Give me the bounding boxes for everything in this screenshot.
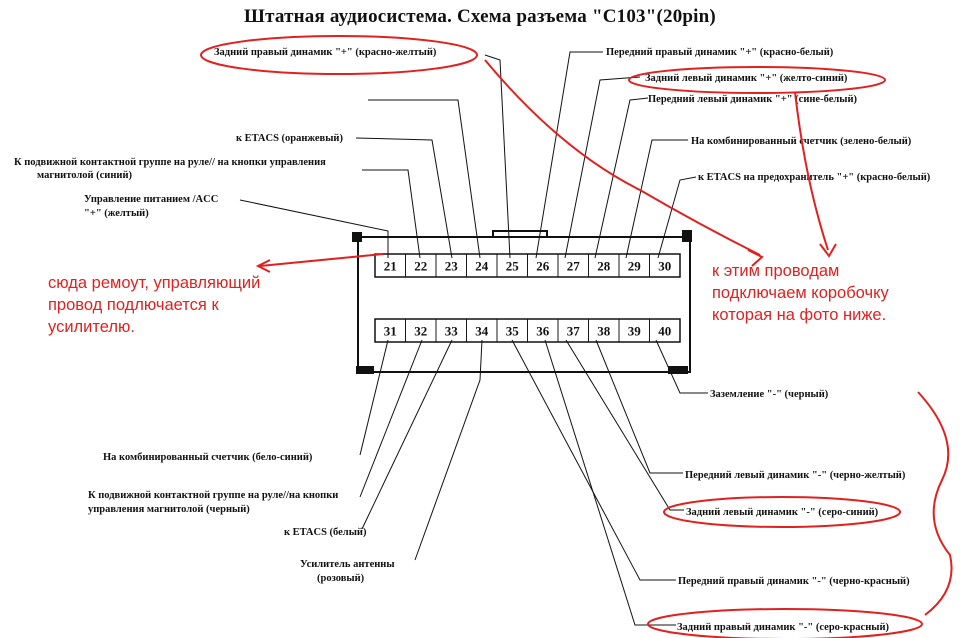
leader-pin-37 xyxy=(565,339,684,511)
leader-pin-24 xyxy=(368,99,481,259)
label-steering-blue-2: магнитолой (синий) xyxy=(37,170,132,181)
pin-cell-30 xyxy=(649,253,681,278)
pin-number-30: 30 xyxy=(658,259,671,274)
highlight-rear-left-plus xyxy=(628,66,886,94)
pin-number-23: 23 xyxy=(445,259,459,274)
label-rear-left-plus: Задний левый динамик "+" (желто-синий) xyxy=(645,73,848,84)
pin-number-31: 31 xyxy=(384,324,397,339)
leader-pin-31 xyxy=(359,339,389,456)
leader-pin-29 xyxy=(625,139,688,259)
red-annotations xyxy=(200,35,953,638)
leader-pin-21 xyxy=(239,199,389,258)
diagram-title: Штатная аудиосистема. Схема разъема "C10… xyxy=(244,6,716,27)
pin-number-34: 34 xyxy=(475,324,489,339)
label-rear-right-plus: Задний правый динамик "+" (красно-желтый… xyxy=(214,47,437,58)
note-remote-line-2: провод подлючается к xyxy=(48,296,219,314)
leader-pin-33 xyxy=(361,339,453,530)
note-box-line-2: подключаем коробочку xyxy=(712,284,889,302)
highlight-rear-right-minus xyxy=(647,608,923,638)
pin-number-25: 25 xyxy=(506,259,520,274)
pin-number-37: 37 xyxy=(567,324,581,339)
leader-pin-38 xyxy=(595,339,683,474)
leader-pin-25 xyxy=(484,54,511,259)
pin-number-22: 22 xyxy=(414,259,427,274)
label-steering-black-2: управления магнитолой (черный) xyxy=(88,504,250,515)
pin-number-28: 28 xyxy=(597,259,611,274)
arrow-remote-wire xyxy=(259,253,384,267)
pin-row-bottom: 31 32 33 34 35 36 37 38 39 40 xyxy=(374,318,681,343)
label-front-right-minus: Передний правый динамик "-" (черно-красн… xyxy=(678,576,910,587)
pin-number-35: 35 xyxy=(506,324,520,339)
arrow-remote-wire-head xyxy=(255,259,271,273)
pin-number-24: 24 xyxy=(475,259,489,274)
leader-pin-22 xyxy=(362,169,421,259)
note-remote-line-3: усилителю. xyxy=(48,318,135,336)
leader-pin-26 xyxy=(535,51,603,259)
label-front-left-plus: Передний левый динамик "+" (сине-белый) xyxy=(648,94,857,105)
label-front-right-plus: Передний правый динамик "+" (красно-белы… xyxy=(606,47,834,58)
leader-pin-27 xyxy=(564,76,641,259)
label-power-acc-2: "+" (желтый) xyxy=(84,208,149,219)
connector-housing xyxy=(352,230,692,374)
note-box-line-1: к этим проводам xyxy=(712,262,840,280)
leader-lines xyxy=(239,51,708,626)
leader-pin-28 xyxy=(594,97,649,259)
pin-number-33: 33 xyxy=(445,324,459,339)
pin-number-40: 40 xyxy=(658,324,671,339)
arrow-to-box-2 xyxy=(794,91,829,251)
pin-number-27: 27 xyxy=(567,259,581,274)
label-antenna-2: (розовый) xyxy=(317,573,365,584)
label-power-acc-1: Управление питанием /ACC xyxy=(84,194,219,205)
label-etacs-orange: к ETACS (оранжевый) xyxy=(236,133,343,144)
note-box-line-3: которая на фото ниже. xyxy=(712,306,887,324)
label-steering-blue-1: К подвижной контактной группе на руле// … xyxy=(14,157,326,168)
arrow-to-box-1 xyxy=(484,59,761,256)
pin-number-29: 29 xyxy=(628,259,642,274)
pin-number-39: 39 xyxy=(628,324,642,339)
label-antenna-1: Усилитель антенны xyxy=(300,559,395,570)
label-rear-left-minus: Задний левый динамик "-" (серо-синий) xyxy=(686,507,879,518)
pin-cell-40 xyxy=(649,318,681,343)
pin-number-26: 26 xyxy=(536,259,550,274)
label-steering-black-1: К подвижной контактной группе на руле//н… xyxy=(88,490,339,501)
leader-pin-40 xyxy=(655,339,708,394)
leader-pin-32 xyxy=(359,339,423,498)
leader-pin-34 xyxy=(414,339,483,561)
label-combo-meter-blue: На комбинированный счетчик (бело-синий) xyxy=(103,452,313,463)
label-rear-right-minus: Задний правый динамик "-" (серо-красный) xyxy=(677,622,890,633)
label-etacs-white: к ETACS (белый) xyxy=(284,527,367,538)
pin-number-32: 32 xyxy=(414,324,427,339)
arrow-to-box-2-head xyxy=(819,243,837,258)
bracket-minus-wires xyxy=(917,391,953,616)
arrow-to-box-1-head xyxy=(747,249,764,267)
highlight-rear-right-plus xyxy=(200,35,478,75)
leader-pin-30 xyxy=(657,176,697,259)
label-etacs-fuse: к ETACS на предохранитель "+" (красно-бе… xyxy=(698,172,931,183)
highlight-rear-left-minus xyxy=(663,496,901,528)
pin-number-38: 38 xyxy=(597,324,611,339)
note-remote-line-1: сюда ремоут, управляющий xyxy=(48,274,261,292)
note-connect-box: к этим проводам подключаем коробочку кот… xyxy=(712,260,889,326)
leader-pin-36 xyxy=(544,339,676,626)
leader-pin-35 xyxy=(511,339,676,581)
pin-number-21: 21 xyxy=(384,259,397,274)
label-ground: Заземление "-" (черный) xyxy=(710,389,829,400)
leader-pin-23 xyxy=(355,137,453,259)
note-remote-wire: сюда ремоут, управляющий провод подлючае… xyxy=(48,272,260,338)
label-front-left-minus: Передний левый динамик "-" (черно-желтый… xyxy=(685,470,906,481)
pin-number-36: 36 xyxy=(536,324,550,339)
pin-row-top: 21 22 23 24 25 26 27 28 29 30 xyxy=(374,253,681,278)
